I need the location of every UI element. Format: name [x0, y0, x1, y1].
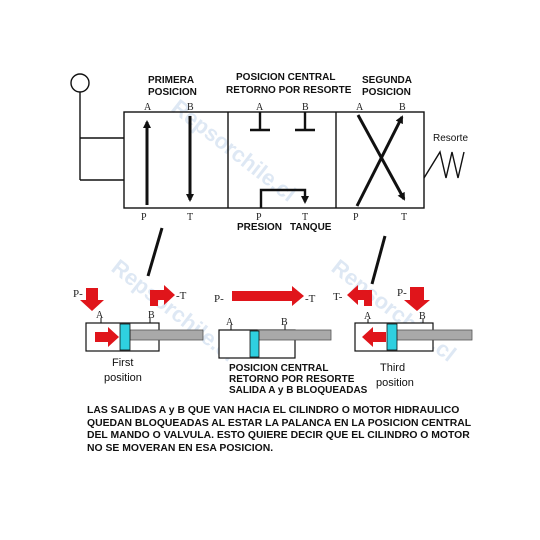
port-b-label: B — [187, 102, 194, 113]
cylinder-central-position: P- -T A B POSICION CENTRAL RETORNO POR R… — [214, 286, 368, 396]
central-position-label-2: RETORNO POR RESORTE — [226, 85, 352, 96]
port-a-label: A — [256, 102, 264, 113]
central-position-label-1: POSICION CENTRAL — [236, 72, 335, 83]
cylinder-third-position: T- P- A B Third position — [333, 285, 473, 389]
cylinder-a-label: A — [96, 310, 104, 321]
note-line: LAS SALIDAS A y B QUE VAN HACIA EL CILIN… — [87, 405, 460, 416]
arrow-p-down — [404, 287, 430, 311]
piston — [386, 323, 398, 351]
cylinder-b-label: B — [281, 317, 288, 328]
connector-lines — [146, 227, 387, 285]
p-label: P- — [214, 293, 224, 305]
valve-body — [123, 111, 425, 209]
cylinder-a-label: A — [364, 311, 372, 322]
note-line: QUEDAN BLOQUEADAS AL ESTAR LA PALANCA EN… — [87, 417, 472, 429]
central-caption-2: RETORNO POR RESORTE — [229, 374, 355, 385]
arrow-t-corner — [150, 285, 175, 306]
third-caption-1: Third — [380, 362, 405, 374]
piston-rod — [395, 329, 473, 341]
port-t-label: T — [401, 212, 407, 223]
second-position-arrows — [355, 114, 406, 207]
port-t-label: T — [302, 212, 308, 223]
arrow-flow-right — [95, 327, 119, 347]
first-caption-1: First — [112, 357, 133, 369]
pressure-label: PRESION — [237, 222, 282, 233]
cylinder-b-label: B — [419, 311, 426, 322]
cylinder-a-label: A — [226, 317, 234, 328]
central-position-blocks — [250, 112, 315, 208]
note-line: DEL MANDO O VALVULA. ESTO QUIERE DECIR Q… — [87, 430, 470, 442]
arrow-p-to-t — [232, 286, 304, 306]
first-position-arrows — [143, 116, 194, 205]
tank-label: TANQUE — [290, 222, 332, 233]
port-t-label: T — [187, 212, 193, 223]
t-label-left: T- — [333, 291, 343, 303]
t-label: -T — [305, 293, 316, 305]
cylinder-first-position: P- -T A B First position — [73, 285, 204, 384]
arrow-t-corner — [347, 285, 372, 306]
arrow-p-down — [80, 288, 104, 311]
spring-symbol — [423, 150, 465, 179]
central-caption-3: SALIDA A y B BLOQUEADAS — [229, 385, 368, 396]
port-p-label: P — [141, 212, 147, 223]
port-b-label: B — [399, 102, 406, 113]
piston-rod — [129, 329, 204, 341]
p-label: P- — [73, 288, 83, 300]
t-label: -T — [176, 290, 187, 302]
piston-rod — [257, 329, 332, 341]
third-caption-2: position — [376, 377, 414, 389]
arrow-flow-left — [362, 327, 386, 347]
p-label: P- — [397, 287, 407, 299]
central-caption-1: POSICION CENTRAL — [229, 363, 328, 374]
lever-handle — [70, 73, 124, 181]
port-p-label: P — [353, 212, 359, 223]
piston — [119, 323, 131, 351]
second-position-label-2: POSICION — [362, 87, 411, 98]
first-position-label-2: POSICION — [148, 87, 197, 98]
port-a-label: A — [356, 102, 364, 113]
port-p-label: P — [256, 212, 262, 223]
cylinder-b-label: B — [148, 310, 155, 321]
port-a-label: A — [144, 102, 152, 113]
note-line: NO SE MOVERAN EN ESA POSICION. — [87, 442, 274, 454]
piston — [249, 330, 260, 358]
spring-label: Resorte — [433, 133, 468, 144]
first-caption-2: position — [104, 372, 142, 384]
explanation-note: LAS SALIDAS A y B QUE VAN HACIA EL CILIN… — [87, 405, 487, 455]
second-position-label-1: SEGUNDA — [362, 75, 412, 86]
first-position-label-1: PRIMERA — [148, 75, 194, 86]
port-b-label: B — [302, 102, 309, 113]
